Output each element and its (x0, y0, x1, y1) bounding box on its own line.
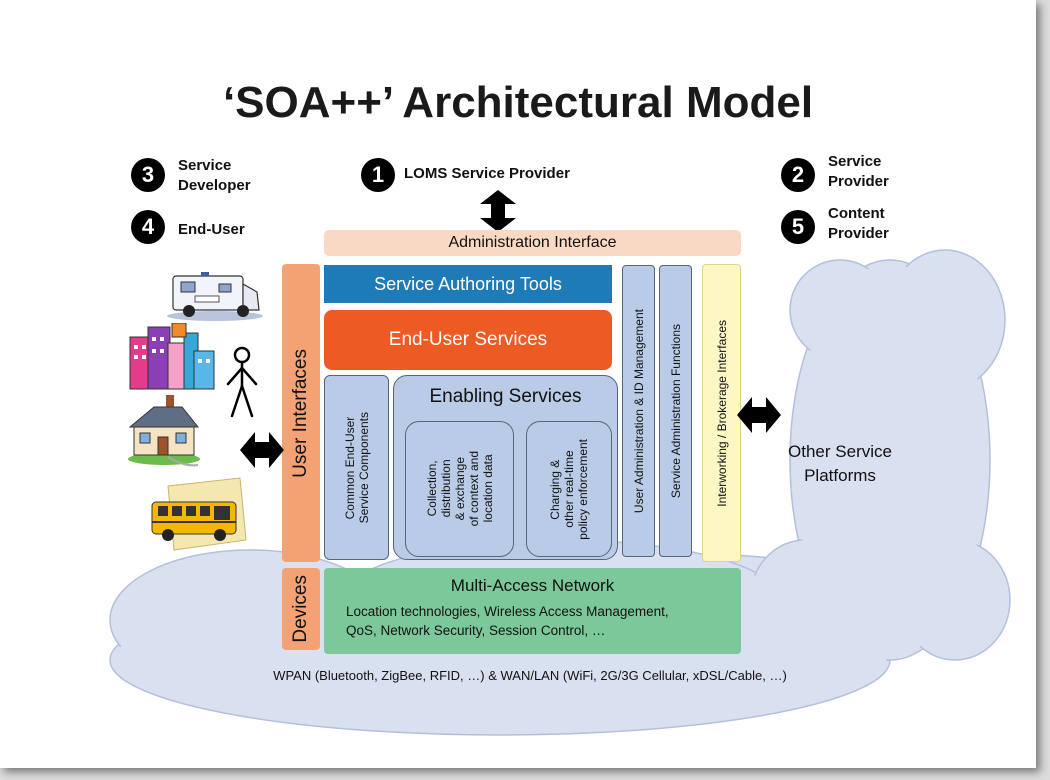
user-interfaces-bar: User Interfaces (282, 264, 320, 562)
role-number-3: 3 (131, 158, 165, 192)
role-label-2: Service Provider (828, 153, 889, 190)
role-label-3: Service Developer (178, 157, 251, 194)
common-components-column: Common End-User Service Components (324, 375, 389, 560)
user-interfaces-label: User Interfaces (290, 348, 311, 478)
service-administration-label: Service Administration Functions (668, 323, 683, 499)
devices-bar: Devices (282, 568, 320, 650)
double-arrow-icon (480, 190, 516, 232)
end-user-services: End-User Services (324, 310, 612, 370)
role-label-1: LOMS Service Provider (404, 165, 570, 182)
role-number-1: 1 (361, 158, 395, 192)
user-administration-column: User Administration & ID Management (622, 265, 655, 557)
administration-interface: Administration Interface (324, 230, 741, 256)
ambulance-icon (167, 272, 263, 321)
house-icon (128, 395, 200, 467)
role-label-5: Content Provider (828, 205, 889, 242)
devices-label: Devices (290, 575, 311, 643)
network-title: Multi-Access Network (450, 576, 615, 595)
double-arrow-icon (240, 432, 284, 468)
role-label-4: End-User (178, 221, 245, 238)
network-detail: Location technologies, Wireless Access M… (346, 604, 669, 638)
office-buildings-icon (129, 323, 215, 390)
interworking-label: Interworking / Brokerage Interfaces (714, 319, 729, 507)
school-bus-icon (151, 477, 247, 551)
multi-access-network (324, 568, 741, 654)
common-components-label: Common End-User Service Components (342, 411, 371, 524)
collection-label: Collection, distribution & exchange of c… (424, 451, 495, 527)
role-number-5: 5 (781, 210, 815, 244)
access-network-footer: WPAN (Bluetooth, ZigBee, RFID, …) & WAN/… (273, 668, 787, 683)
double-arrow-icon (737, 397, 781, 433)
stick-figure-person-icon (226, 346, 258, 418)
role-number-4: 4 (131, 210, 165, 244)
charging-block: Charging & other real-time policy enforc… (526, 421, 612, 557)
enabling-services-title: Enabling Services (429, 386, 582, 407)
interworking-bar: Interworking / Brokerage Interfaces (702, 264, 741, 562)
other-platforms-label: Other Service Platforms (788, 442, 892, 485)
slide: ‘SOA++’ Architectural Model 1 LOMS Servi… (0, 0, 1036, 768)
page-title: ‘SOA++’ Architectural Model (222, 78, 814, 127)
service-administration-column: Service Administration Functions (659, 265, 692, 557)
user-administration-label: User Administration & ID Management (631, 308, 646, 514)
role-number-2: 2 (781, 158, 815, 192)
charging-label: Charging & other real-time policy enforc… (548, 438, 590, 540)
service-authoring-tools: Service Authoring Tools (324, 265, 612, 303)
collection-block: Collection, distribution & exchange of c… (405, 421, 514, 557)
